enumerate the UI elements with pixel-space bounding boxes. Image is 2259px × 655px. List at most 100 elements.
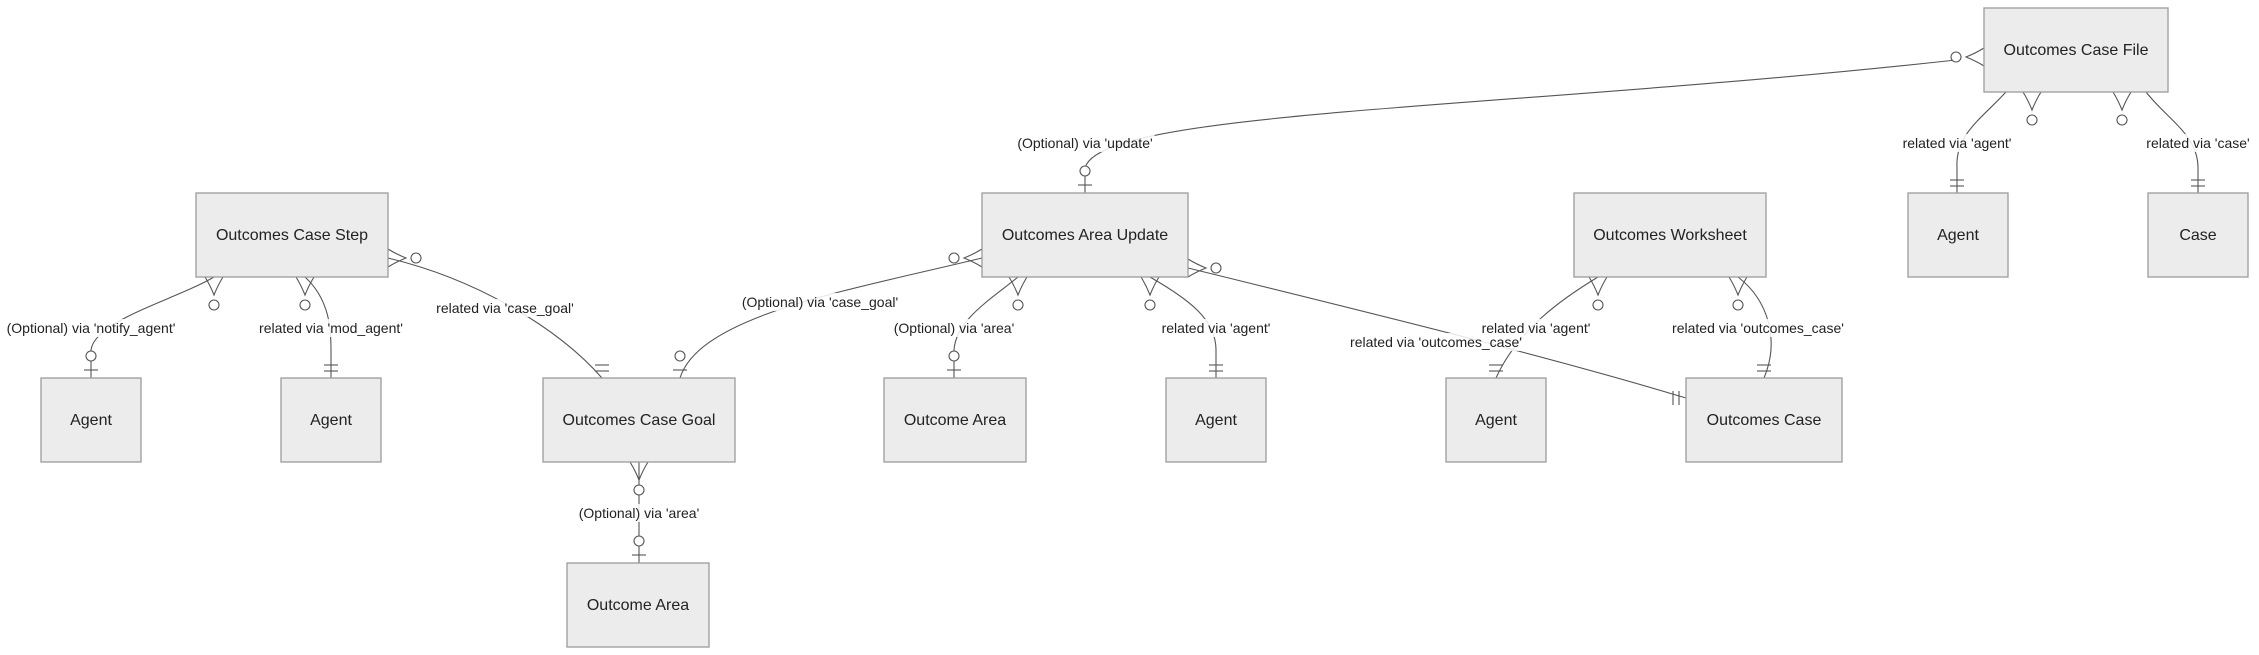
relationship-r11 (1495, 276, 1599, 379)
cardinality-marker (1950, 179, 1964, 187)
entity-case-goal[interactable]: Outcomes Case Goal (542, 377, 736, 463)
cardinality-marker (595, 364, 609, 372)
relationship-label-text: (Optional) via 'area' (894, 320, 1015, 336)
relationship-label-text: related via 'outcomes_case' (1672, 320, 1844, 336)
cardinality-marker (1757, 364, 1771, 372)
cardinality-marker (1078, 165, 1092, 186)
entity-agent-cf[interactable]: Agent (1907, 192, 2009, 278)
entity-box (1907, 192, 2009, 278)
relationship-line (1149, 276, 1217, 378)
entity-area-update[interactable]: Outcomes Area Update (981, 192, 1189, 278)
relationship-label: (Optional) via 'update' (1015, 134, 1155, 152)
cardinality-marker (1187, 258, 1222, 278)
relationship-label: related via 'agent' (1479, 319, 1593, 337)
relationship-label: related via 'case' (2144, 134, 2252, 152)
entity-box (40, 377, 142, 463)
relationship-label: related via 'agent' (1159, 319, 1273, 337)
entity-box (195, 192, 389, 278)
relationship-line (2145, 91, 2199, 193)
entity-box (2147, 192, 2249, 278)
cardinality-marker (1728, 276, 1748, 311)
entity-agent-ws[interactable]: Agent (1445, 377, 1547, 463)
entity-agent-notify[interactable]: Agent (40, 377, 142, 463)
relationship-r3 (2145, 91, 2199, 193)
relationship-label: related via 'outcomes_case' (1348, 333, 1524, 351)
cardinality-marker (1672, 391, 1680, 405)
relationship-label-text: related via 'outcomes_case' (1350, 334, 1522, 350)
relationship-label: (Optional) via 'area' (576, 504, 702, 522)
relationship-line (387, 257, 603, 379)
relationship-label-text: (Optional) via 'area' (579, 505, 700, 521)
relationship-r8 (953, 276, 1019, 378)
relationship-label: (Optional) via 'case_goal' (739, 293, 901, 311)
relationship-label: (Optional) via 'area' (891, 319, 1017, 337)
cardinality-marker (947, 350, 961, 371)
cardinality-marker (387, 248, 422, 268)
entity-box (280, 377, 382, 463)
relationship-line (304, 276, 332, 378)
entity-label: Agent (1937, 227, 1979, 244)
entity-agent-update[interactable]: Agent (1165, 377, 1267, 463)
entity-label: Outcomes Case (1707, 412, 1822, 429)
cardinality-marker (2191, 179, 2205, 187)
relationship-r6 (387, 257, 603, 379)
cardinality-marker (1489, 364, 1503, 372)
entity-box (566, 562, 710, 648)
relationship-label: related via 'case_goal' (434, 299, 576, 317)
cardinality-marker (295, 276, 315, 311)
entity-label: Outcomes Area Update (1002, 227, 1168, 244)
relationship-r4 (90, 276, 215, 378)
relationship-line (1495, 276, 1599, 379)
relationship-label-text: related via 'case_goal' (436, 300, 574, 316)
relationship-label-text: (Optional) via 'update' (1017, 135, 1152, 151)
entity-box (542, 377, 736, 463)
entity-label: Agent (310, 412, 352, 429)
entity-outcome-area-goal[interactable]: Outcome Area (566, 562, 710, 648)
cardinality-marker (632, 535, 646, 556)
relationship-r2 (1956, 91, 2007, 193)
entity-label: Outcomes Case Goal (563, 412, 716, 429)
entity-box (1573, 192, 1767, 278)
entity-label: Outcome Area (904, 412, 1006, 429)
relationship-label-text: (Optional) via 'notify_agent' (7, 320, 176, 336)
entity-box (1983, 7, 2169, 93)
relationship-line (953, 276, 1019, 378)
entity-label: Outcomes Case Step (216, 227, 368, 244)
relationship-label: related via 'agent' (1900, 134, 2014, 152)
entity-label: Outcomes Case File (2004, 42, 2149, 59)
entity-label: Agent (1195, 412, 1237, 429)
entity-case[interactable]: Case (2147, 192, 2249, 278)
cardinality-marker (204, 276, 224, 311)
cardinality-marker (1140, 276, 1160, 311)
relationship-label-text: related via 'agent' (1162, 320, 1271, 336)
entity-case-file[interactable]: Outcomes Case File (1983, 7, 2169, 93)
entity-label: Outcome Area (587, 597, 689, 614)
entity-case-step[interactable]: Outcomes Case Step (195, 192, 389, 278)
entity-outcomes-case[interactable]: Outcomes Case (1685, 377, 1843, 463)
relationship-label-text: related via 'agent' (1903, 135, 2012, 151)
cardinality-marker (1008, 276, 1028, 311)
entity-box (1445, 377, 1547, 463)
entity-label: Case (2179, 227, 2216, 244)
relationship-r1 (1084, 59, 1957, 193)
relationship-line (1956, 91, 2007, 193)
entity-outcome-area-update[interactable]: Outcome Area (883, 377, 1027, 463)
cardinality-marker (1588, 276, 1608, 311)
entity-worksheet[interactable]: Outcomes Worksheet (1573, 192, 1767, 278)
relationship-r7 (679, 257, 983, 379)
cardinality-marker (324, 364, 338, 372)
cardinality-marker (1950, 47, 1985, 67)
relationship-label: related via 'outcomes_case' (1670, 319, 1846, 337)
relationship-r5 (304, 276, 332, 378)
entity-agent-mod[interactable]: Agent (280, 377, 382, 463)
relationship-label: (Optional) via 'notify_agent' (4, 319, 178, 337)
cardinality-marker (629, 461, 649, 496)
entity-box (981, 192, 1189, 278)
relationship-label-text: (Optional) via 'case_goal' (742, 294, 898, 310)
relationship-line (679, 257, 983, 379)
entity-label: Agent (70, 412, 112, 429)
cardinality-marker (2112, 91, 2132, 126)
relationship-line (1084, 59, 1957, 193)
entity-label: Outcomes Worksheet (1593, 227, 1747, 244)
